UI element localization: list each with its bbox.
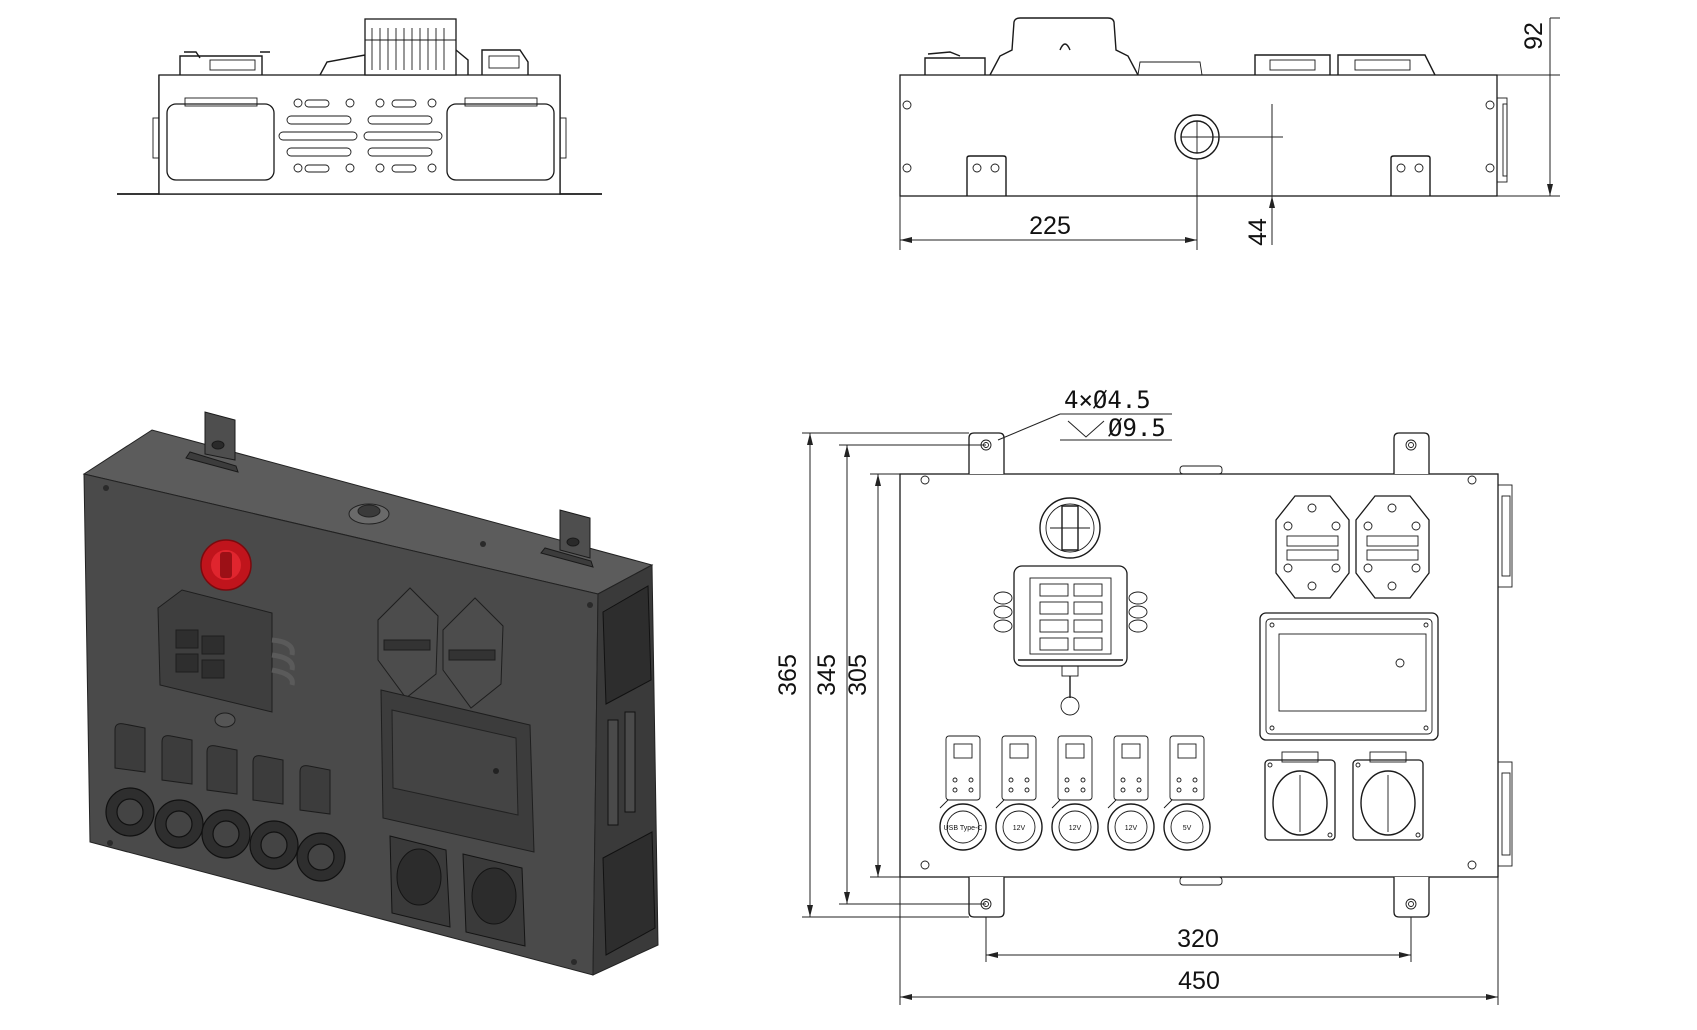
iso-side-covers bbox=[602, 585, 656, 956]
panel-display bbox=[1259, 612, 1439, 741]
iso-screws bbox=[103, 485, 593, 965]
panel-rocker-switches bbox=[945, 735, 1205, 801]
front-view bbox=[117, 18, 602, 195]
iso-rocker-switches bbox=[114, 723, 331, 815]
panel-battery-switch bbox=[1039, 497, 1101, 559]
socket-label-1: 12V bbox=[1013, 825, 1026, 832]
vent-slots bbox=[278, 99, 443, 173]
iso-display-panel bbox=[380, 689, 535, 853]
iso-schuko-sockets bbox=[389, 835, 526, 947]
iso-fuse-box bbox=[157, 589, 295, 728]
side-view-mount-tabs bbox=[966, 155, 1431, 196]
front-view-top-components bbox=[179, 18, 529, 76]
dim-breaker-height: 44 bbox=[1244, 218, 1272, 246]
dim-tab-hole-pitch-v: 345 bbox=[813, 654, 841, 696]
iso-mount-tabs bbox=[185, 411, 594, 568]
battery-switch-red bbox=[200, 539, 252, 591]
dim-height-total: 92 bbox=[1520, 22, 1548, 50]
side-view-dimensions bbox=[899, 17, 1560, 250]
dim-body-width: 450 bbox=[1178, 967, 1220, 995]
panel-side-hinges bbox=[1497, 484, 1513, 867]
panel-schuko-sockets bbox=[1264, 751, 1424, 841]
socket-label-4: 5V bbox=[1183, 825, 1192, 832]
socket-label-2: 12V bbox=[1069, 825, 1082, 832]
hole-note-line2: Ø9.5 bbox=[1108, 414, 1166, 442]
usb-socket-label: USB Type-C bbox=[944, 825, 983, 832]
panel-circuit-breakers bbox=[1275, 495, 1430, 599]
hole-note-line1: 4×Ø4.5 bbox=[1064, 386, 1151, 414]
socket-label-3: 12V bbox=[1125, 825, 1138, 832]
dim-body-height: 305 bbox=[844, 654, 872, 696]
side-view-top-components bbox=[924, 17, 1436, 76]
dim-tab-hole-pitch-h: 320 bbox=[1177, 925, 1219, 953]
iso-circuit-breakers bbox=[377, 587, 504, 709]
panel-corner-screws bbox=[920, 475, 1477, 870]
panel-dimensions bbox=[802, 413, 1499, 1005]
dim-breaker-offset: 225 bbox=[1029, 212, 1071, 240]
panel-fuse-box bbox=[993, 565, 1148, 716]
side-view: 92 225 44 bbox=[899, 17, 1560, 250]
panel-view: USB Type-C 12V 12V 12V 5V bbox=[774, 386, 1513, 1005]
panel-power-sockets bbox=[939, 799, 1211, 851]
iso-socket-row bbox=[105, 787, 346, 882]
isometric-view bbox=[82, 411, 659, 976]
dim-overall-height: 365 bbox=[774, 654, 802, 696]
panel-mount-tabs bbox=[968, 432, 1430, 918]
